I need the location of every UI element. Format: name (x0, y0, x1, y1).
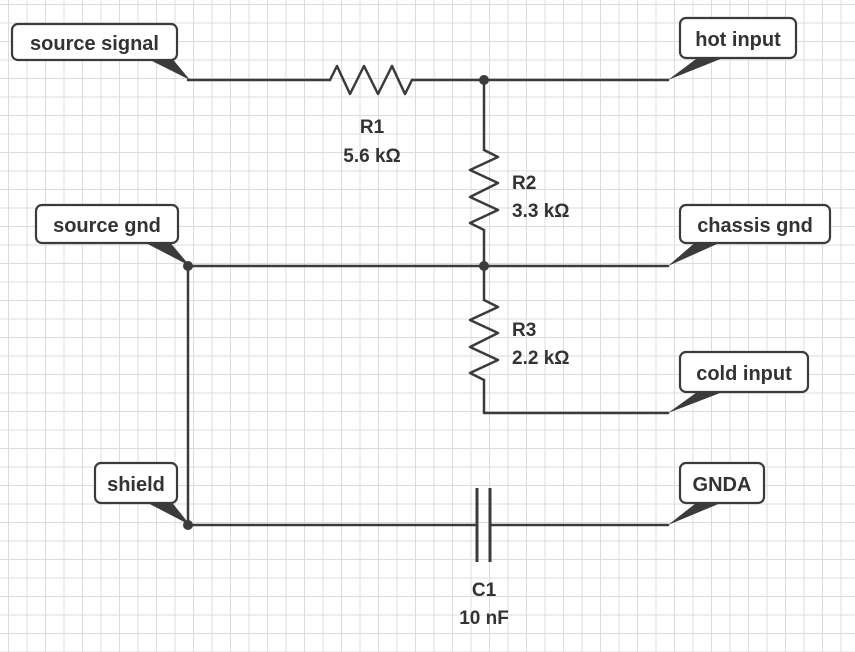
callout-tail (140, 240, 190, 266)
junctions (183, 75, 489, 530)
resistor-r2-symbol (468, 148, 500, 232)
tag-box (34, 203, 180, 245)
net-label-gnda: GNDA (668, 461, 766, 525)
net-label-source-gnd: source gnd (34, 203, 190, 266)
net-label-hot-input: hot input (668, 16, 798, 80)
c1-value-label: 10 nF (459, 608, 509, 629)
net-label-source-signal: source signal (10, 22, 190, 80)
callout-tail (668, 240, 726, 266)
net-label-chassis-gnd-text: chassis gnd (697, 215, 813, 237)
r2-ref-label: R2 (512, 173, 536, 194)
c1-ref-label: C1 (472, 580, 497, 601)
tag-box (678, 461, 766, 505)
net-label-cold-input-text: cold input (696, 363, 792, 385)
callout-tail (142, 500, 190, 525)
net-label-shield-text: shield (107, 474, 165, 496)
net-label-chassis-gnd: chassis gnd (668, 203, 832, 266)
tag-box (10, 22, 179, 62)
callout-tail (142, 56, 190, 80)
r1-ref-label: R1 (360, 117, 385, 138)
net-label-hot-input-text: hot input (695, 29, 781, 51)
net-label-source-signal-text: source signal (30, 33, 159, 55)
r2-value-label: 3.3 kΩ (512, 201, 570, 222)
net-label-shield: shield (93, 461, 190, 525)
callout-tail (668, 56, 728, 80)
net-label-source-gnd-text: source gnd (53, 215, 161, 237)
r1-value-label: 5.6 kΩ (343, 146, 401, 167)
wire-r3-to-cold (482, 378, 670, 415)
wires (186, 78, 670, 527)
component-labels: R1 5.6 kΩ R2 3.3 kΩ R3 2.2 kΩ C1 10 nF (343, 117, 569, 629)
resistor-r1 (328, 64, 414, 96)
r3-ref-label: R3 (512, 320, 536, 341)
resistor-r3-symbol (468, 298, 500, 382)
resistor-r1-symbol (328, 64, 414, 96)
callout-tail (668, 500, 728, 525)
net-label-gnda-text: GNDA (693, 474, 752, 496)
tag-box (678, 350, 810, 394)
tag-box (678, 203, 832, 245)
resistor-r2 (468, 148, 500, 232)
tag-box (678, 16, 798, 60)
junction-dot-r1-r2 (479, 75, 489, 85)
resistor-r3 (468, 298, 500, 382)
net-label-cold-input: cold input (668, 350, 810, 413)
callout-tail (668, 390, 728, 413)
r3-value-label: 2.2 kΩ (512, 348, 570, 369)
tag-box (93, 461, 179, 505)
capacitor-c1 (475, 488, 492, 562)
junction-dot-ground-mid (479, 261, 489, 271)
